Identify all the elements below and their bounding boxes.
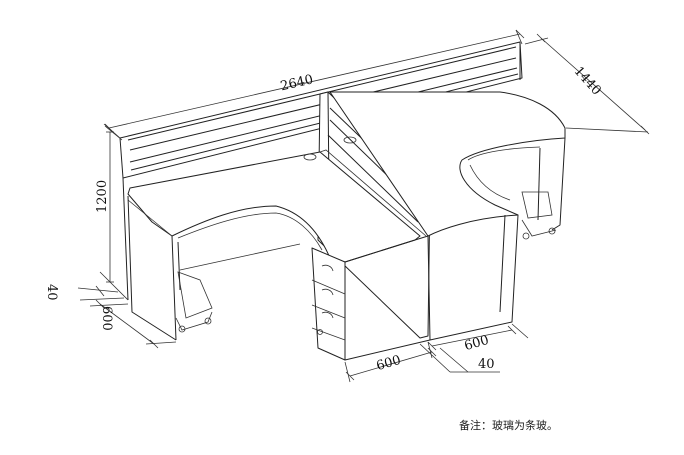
- dimension-600-side: [89, 299, 177, 349]
- dimension-40-left: [77, 285, 125, 301]
- dimension-600-front-left: [344, 341, 437, 383]
- dim-label-2640: 2640: [279, 72, 315, 94]
- dimension-600-front-right: [419, 323, 529, 373]
- drawer-pedestal: [311, 235, 431, 361]
- dim-label-600-side: 600: [99, 306, 114, 331]
- left-desk: [127, 136, 427, 341]
- dim-label-40-front: 40: [478, 357, 495, 372]
- note-text: 备注：玻璃为条玻。: [459, 419, 558, 432]
- dim-label-1200: 1200: [95, 180, 110, 213]
- dim-label-600-front-right: 600: [463, 333, 491, 354]
- dim-label-600-front-left: 600: [375, 353, 403, 374]
- dimension-1440: [524, 33, 650, 135]
- dim-label-40-left: 40: [44, 284, 59, 301]
- right-desk: [329, 91, 566, 341]
- dim-label-1440: 1440: [571, 64, 604, 99]
- dimension-1200: [99, 125, 129, 301]
